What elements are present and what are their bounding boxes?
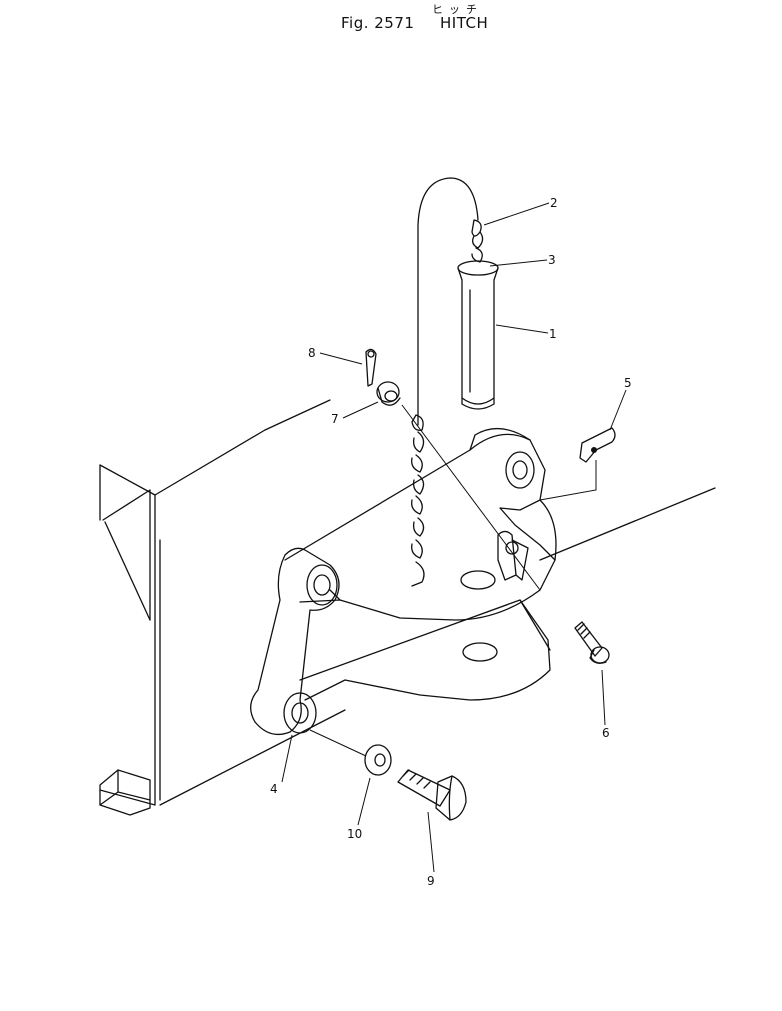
large-bolt <box>397 769 467 821</box>
callout-1: 1 <box>549 327 557 341</box>
link-arm <box>250 547 340 736</box>
leader-lines <box>281 202 627 873</box>
pin-handle-wire <box>417 177 479 426</box>
callout-2: 2 <box>550 196 558 210</box>
rear-frame <box>99 399 716 816</box>
callout-10: 10 <box>347 827 362 841</box>
figure-title-kana: ヒッチ <box>432 3 483 16</box>
hitch-pin <box>457 260 499 410</box>
figure-header: ヒッチ Fig. 2571 HITCH <box>0 0 782 40</box>
hitch-bracket <box>284 428 557 701</box>
callout-3: 3 <box>548 253 556 267</box>
callout-7: 7 <box>331 412 339 426</box>
callout-4: 4 <box>270 782 278 796</box>
chain <box>411 219 484 587</box>
callout-9: 9 <box>427 874 435 888</box>
figure-title: HITCH <box>440 14 489 32</box>
small-bolt <box>574 621 610 664</box>
callout-8: 8 <box>308 346 316 360</box>
chain-anchor <box>497 530 529 581</box>
callout-labels: 2 3 1 5 8 7 6 4 10 9 <box>270 196 632 888</box>
callout-5: 5 <box>624 376 632 390</box>
lock-bracket <box>579 427 616 463</box>
figure-number: Fig. 2571 <box>341 14 415 32</box>
callout-6: 6 <box>602 726 610 740</box>
collar <box>376 381 401 406</box>
washer <box>364 744 392 776</box>
cotter-pin <box>365 348 377 387</box>
